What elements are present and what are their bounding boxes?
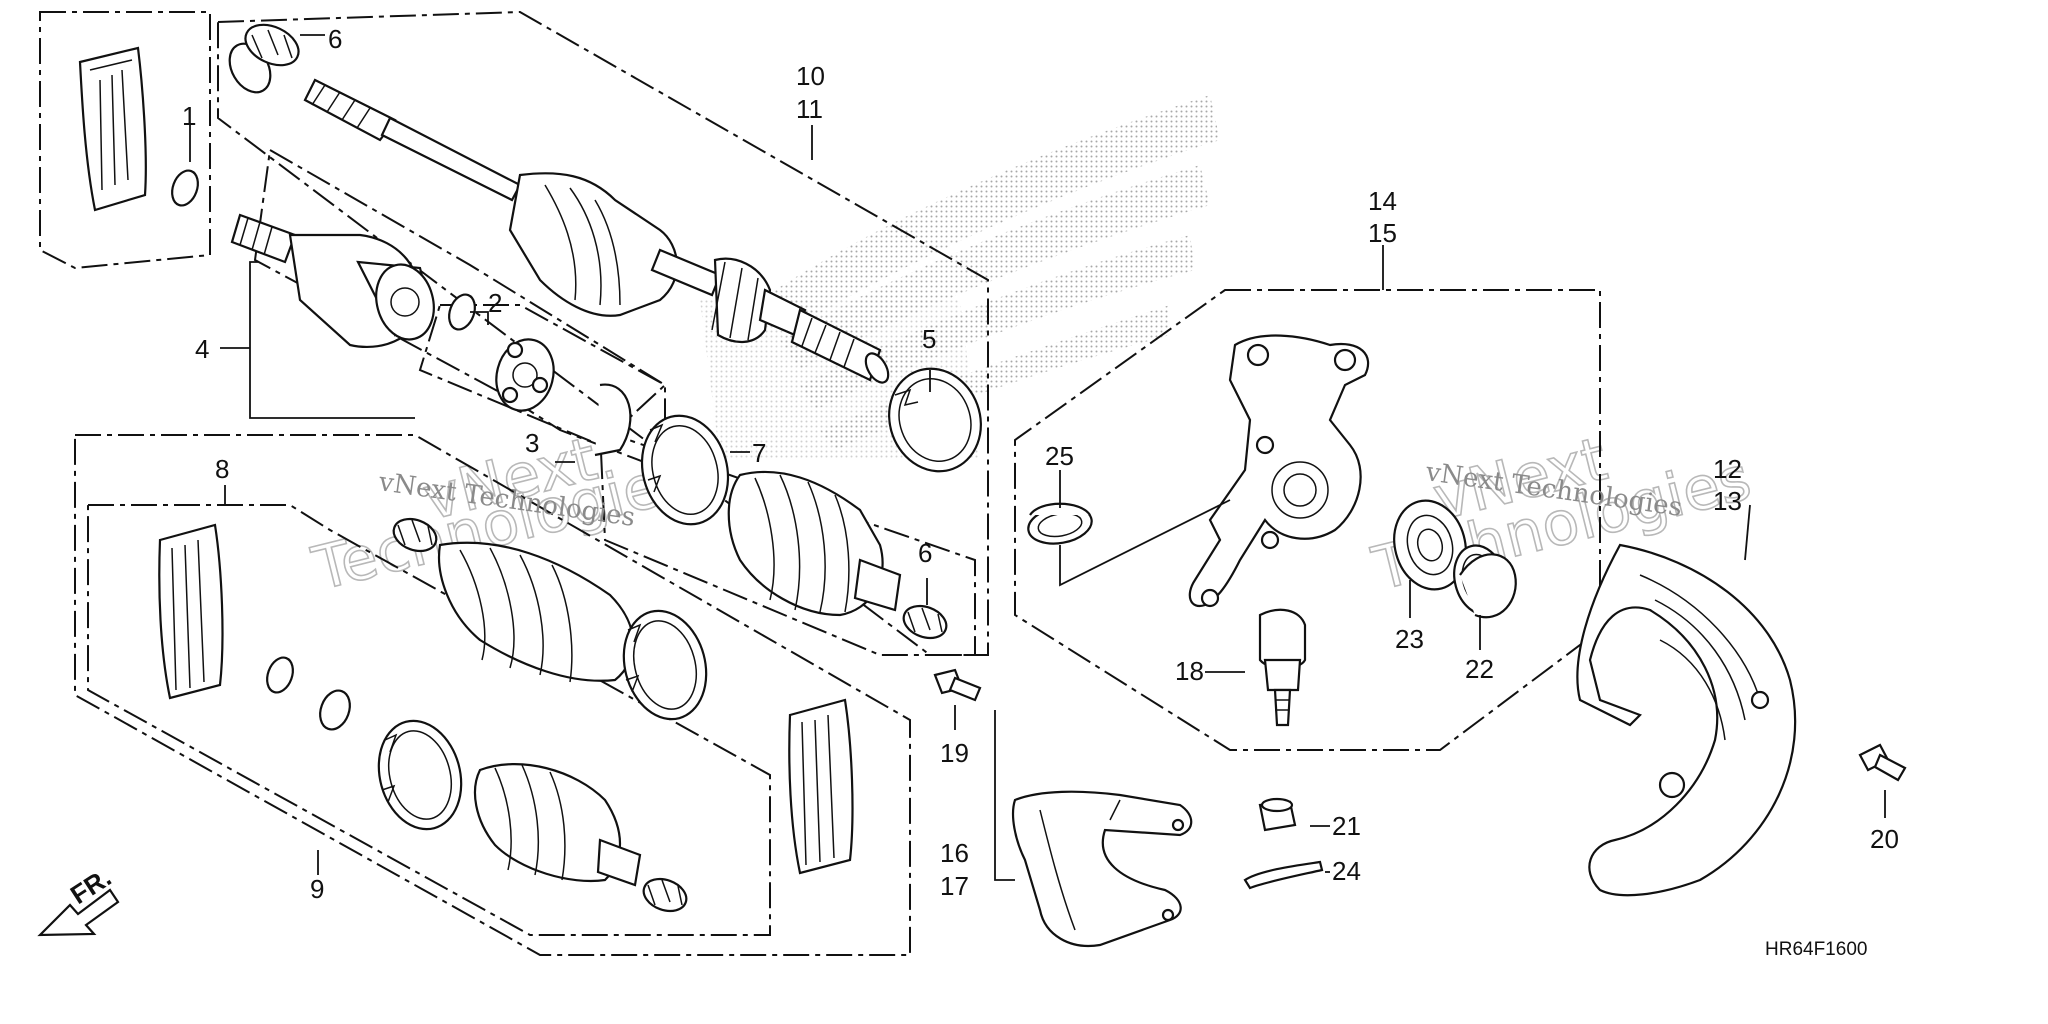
callout-14: 14 xyxy=(1368,186,1397,216)
callout-6-bottom: 6 xyxy=(918,538,932,568)
callout-9: 9 xyxy=(310,874,324,904)
callout-2: 2 xyxy=(488,288,502,318)
callout-17: 17 xyxy=(940,871,969,901)
lower-hardware xyxy=(933,668,1324,948)
group-1-parts xyxy=(78,46,199,212)
outline-shaft-assembly xyxy=(217,10,989,656)
callout-16: 16 xyxy=(940,838,969,868)
callout-20: 20 xyxy=(1870,824,1899,854)
outline-knuckle-group xyxy=(1014,289,1601,751)
callout-5: 5 xyxy=(922,324,936,354)
callout-25: 25 xyxy=(1045,441,1074,471)
joint-parts-2-3 xyxy=(448,293,632,457)
callout-4: 4 xyxy=(195,334,209,364)
callout-7: 7 xyxy=(752,438,766,468)
callout-1: 1 xyxy=(182,101,196,131)
boot-group-8-9 xyxy=(158,517,854,913)
outline-group-1 xyxy=(39,11,211,270)
callout-10: 10 xyxy=(796,61,825,91)
callout-19: 19 xyxy=(940,738,969,768)
clip-6-top xyxy=(244,23,300,67)
front-arrow: FR. xyxy=(37,862,120,937)
bracket-16-17 xyxy=(994,710,1015,881)
callout-24: 24 xyxy=(1332,856,1361,886)
boot-group-7 xyxy=(640,414,948,640)
circlips xyxy=(1029,502,1517,619)
drive-shaft xyxy=(228,42,890,384)
callout-numbers: 1 2 3 4 5 6 6 7 8 9 10 11 12 13 14 15 16… xyxy=(182,24,1899,904)
callout-23: 23 xyxy=(1395,624,1424,654)
band-5 xyxy=(888,367,982,473)
outline-group-7 xyxy=(598,428,976,656)
callout-13: 13 xyxy=(1713,486,1742,516)
callout-3: 3 xyxy=(525,428,539,458)
callout-6-top: 6 xyxy=(328,24,342,54)
brake-shield xyxy=(1576,543,1907,897)
outline-group-8 xyxy=(87,504,771,936)
callout-8: 8 xyxy=(215,454,229,484)
callout-12: 12 xyxy=(1713,454,1742,484)
diagram-code: HR64F1600 xyxy=(1765,939,1867,960)
inner-joint xyxy=(230,213,435,349)
leader-lines xyxy=(189,34,1886,875)
outline-group-2-3 xyxy=(418,304,667,447)
callout-18: 18 xyxy=(1175,656,1204,686)
callout-15: 15 xyxy=(1368,218,1397,248)
callout-22: 22 xyxy=(1465,654,1494,684)
callout-11: 11 xyxy=(796,94,823,124)
callout-21: 21 xyxy=(1332,811,1361,841)
